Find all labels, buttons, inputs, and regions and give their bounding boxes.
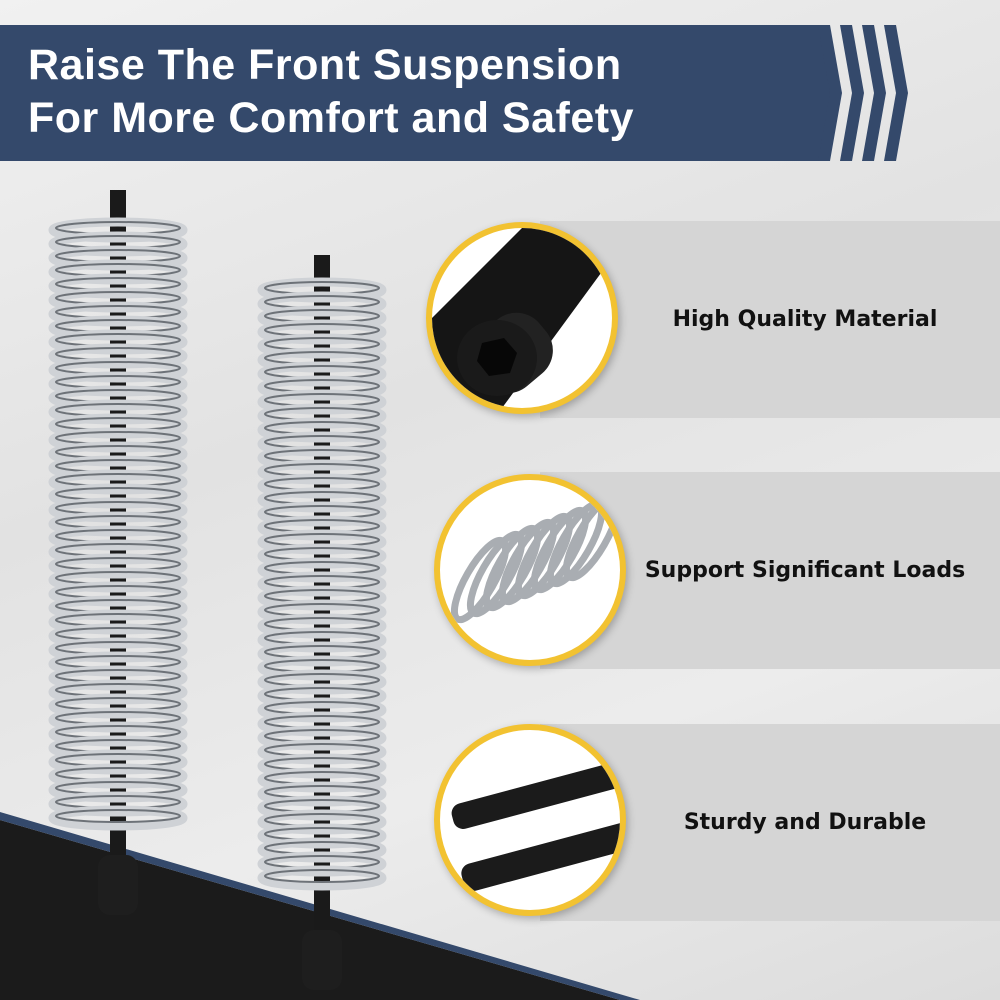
feature-label: High Quality Material — [672, 307, 938, 332]
coil-spring-icon — [434, 474, 626, 666]
bolt-head-icon — [426, 222, 618, 414]
headline-banner: Raise The Front Suspension For More Comf… — [0, 25, 830, 161]
feature-label: Sturdy and Durable — [683, 810, 927, 835]
headline-line-1: Raise The Front Suspension — [28, 41, 622, 89]
feature-label: Support Significant Loads — [644, 558, 966, 583]
headline: Raise The Front Suspension For More Comf… — [28, 39, 634, 145]
headline-line-2: For More Comfort and Safety — [28, 94, 634, 142]
threaded-rods-icon — [434, 724, 626, 916]
chevron-arrows-icon — [818, 25, 908, 161]
